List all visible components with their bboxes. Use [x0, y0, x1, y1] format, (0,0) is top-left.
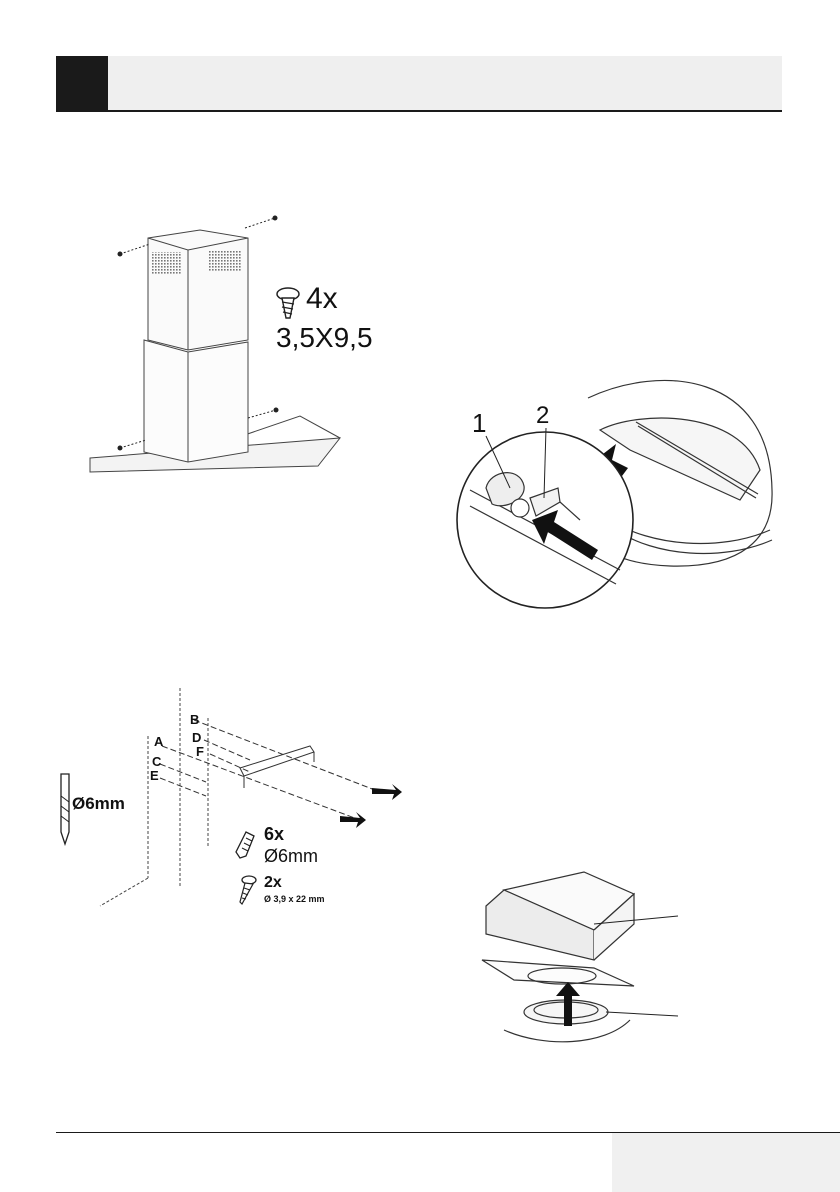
section-number-block: [56, 56, 108, 112]
screw-icon: [274, 286, 302, 322]
section-header: [56, 56, 782, 112]
wall-screw-count: 2x: [264, 874, 282, 892]
drill-callout: Ø6mm: [58, 772, 168, 852]
hole-label-d: D: [192, 730, 201, 745]
screw-icon: [232, 874, 258, 908]
chimney-screw-size: 3,5X9,5: [276, 322, 373, 354]
hole-label-a: A: [154, 734, 163, 749]
hole-label-f: F: [196, 744, 204, 759]
hole-label-c: C: [152, 754, 161, 769]
dowel-size: Ø6mm: [264, 846, 318, 867]
chimney-screw-callout: 4x 3,5X9,5: [272, 282, 392, 362]
pipe-label-2: 2: [536, 402, 549, 430]
dowel-count: 6x: [264, 824, 284, 845]
pipe-label-1: 1: [472, 408, 486, 439]
chimney-screw-count: 4x: [306, 282, 338, 316]
hole-label-b: B: [190, 712, 199, 727]
wall-plug-icon: [232, 828, 258, 860]
section-title-band: [108, 56, 782, 110]
footer-page-box: [612, 1133, 840, 1192]
dowel-callout: 6x Ø6mm: [232, 824, 352, 872]
wall-screw-size: Ø 3,9 x 22 mm: [264, 894, 325, 904]
header-rule: [56, 110, 782, 112]
wall-screw-callout: 2x Ø 3,9 x 22 mm: [232, 874, 392, 914]
drill-bit-icon: [58, 772, 72, 846]
pipe-connection-figure: 1 2: [440, 370, 840, 630]
filter-flap-figure: [474, 870, 694, 1050]
drill-size: Ø6mm: [72, 794, 125, 814]
